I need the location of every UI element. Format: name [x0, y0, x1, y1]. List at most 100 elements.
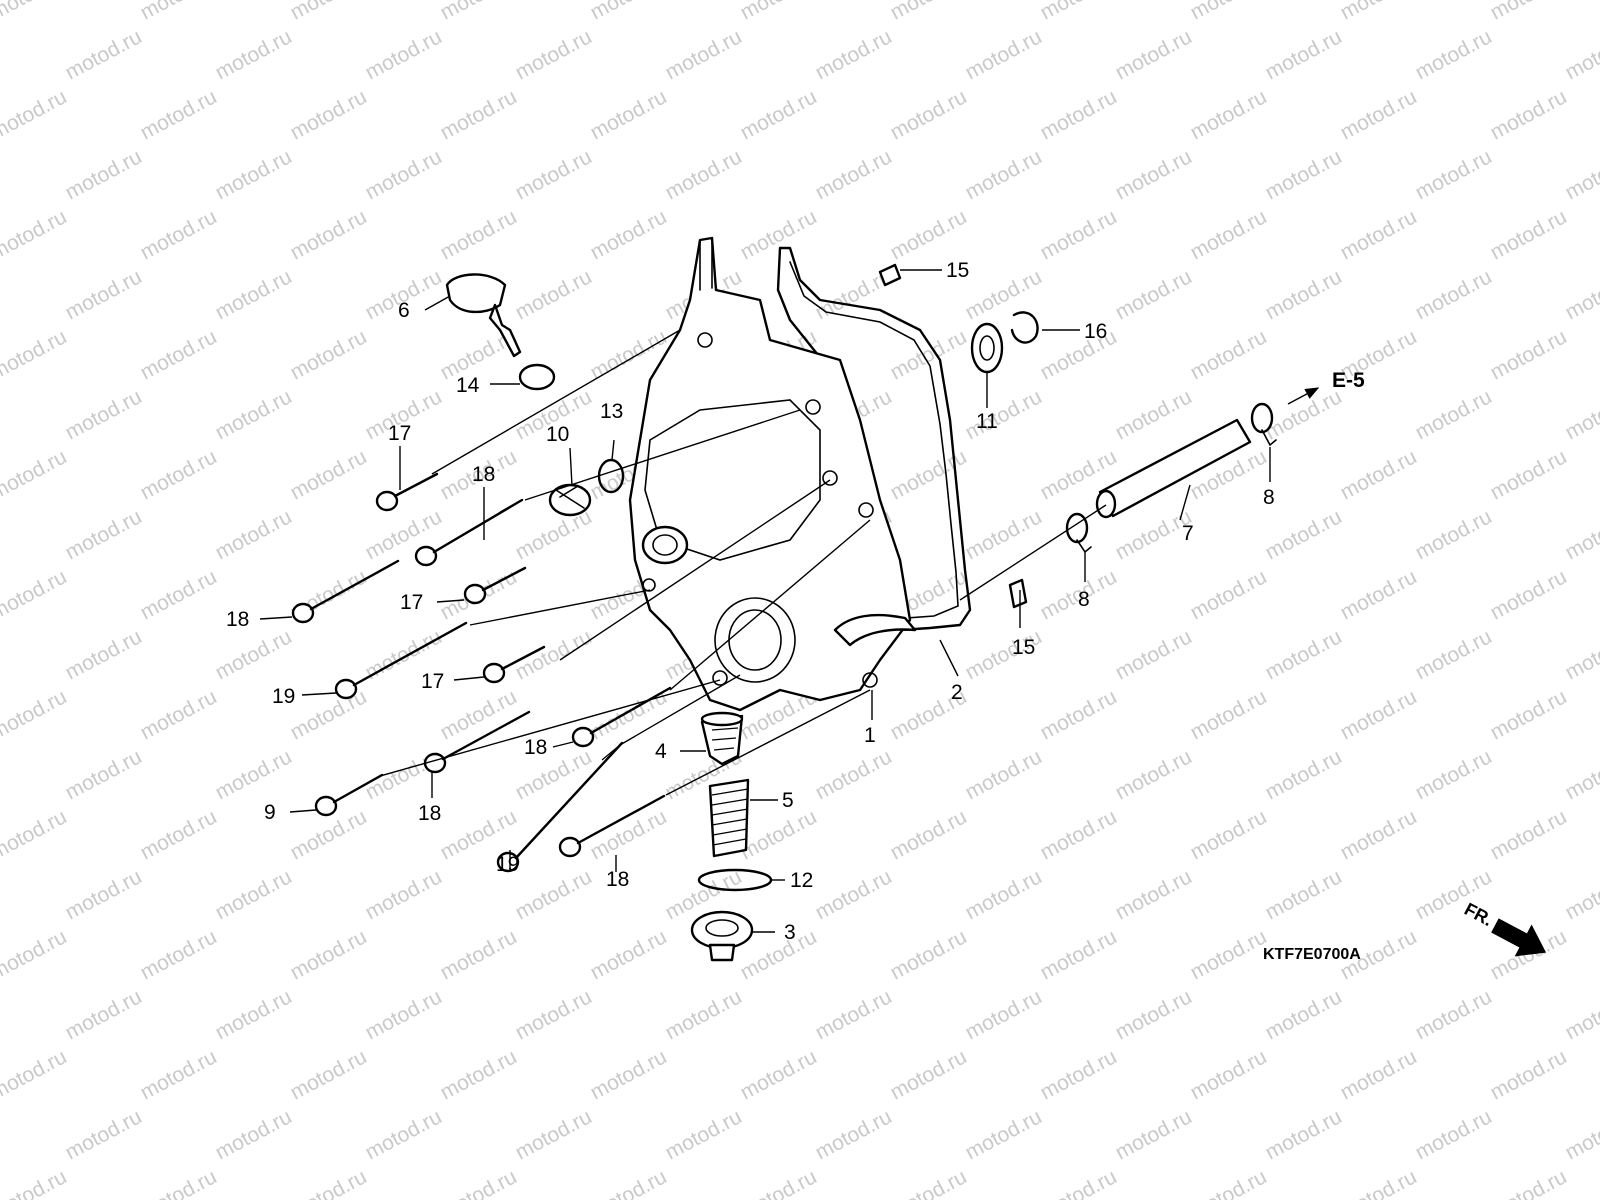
watermark-text: motod.ru [812, 985, 896, 1044]
bolt-19-b [496, 741, 624, 873]
watermark-text: motod.ru [137, 85, 221, 144]
callout-19-b: 19 [496, 853, 519, 876]
watermark-text: motod.ru [512, 985, 596, 1044]
watermark-text: motod.ru [962, 505, 1046, 564]
watermark-text: motod.ru [1112, 745, 1196, 804]
watermark-text: motod.ru [287, 205, 371, 264]
watermark-text: motod.ru [1112, 385, 1196, 444]
watermark-text: motod.ru [1487, 685, 1571, 744]
watermark-text: motod.ru [437, 685, 521, 744]
watermark-text: motod.ru [587, 1165, 671, 1200]
dowel-pin-15-bottom [1008, 578, 1028, 609]
watermark-text: motod.ru [137, 805, 221, 864]
watermark-text: motod.ru [1187, 0, 1271, 24]
callout-10: 10 [546, 423, 569, 446]
bolt-18-c [571, 686, 672, 748]
callout-3: 3 [784, 921, 796, 944]
cover-gasket-inner [789, 261, 959, 619]
callout-4: 4 [655, 740, 667, 763]
watermark-text: motod.ru [1262, 25, 1346, 84]
drain-plug-3 [690, 910, 754, 962]
hose-clip-8-left [1065, 512, 1092, 554]
o-ring-14 [518, 363, 556, 391]
watermark-text: motod.ru [1262, 625, 1346, 684]
watermark-text: motod.ru [1337, 1165, 1421, 1200]
bolt-18-e [558, 794, 666, 858]
watermark-text: motod.ru [1037, 325, 1121, 384]
callout-18-d: 18 [418, 802, 441, 825]
watermark-text: motod.ru [962, 385, 1046, 444]
watermark-text: motod.ru [362, 25, 446, 84]
bolt-9 [314, 773, 384, 817]
watermark-text: motod.ru [362, 145, 446, 204]
watermark-text: motod.ru [62, 745, 146, 804]
reference-label: E-5 [1332, 369, 1365, 392]
oil-seal-11 [970, 322, 1004, 374]
watermark-text: motod.ru [1262, 505, 1346, 564]
callout-17-a: 17 [388, 422, 411, 445]
watermark-text: motod.ru [1262, 385, 1346, 444]
watermark-text: motod.ru [812, 145, 896, 204]
watermark-text: motod.ru [437, 1165, 521, 1200]
callout-18-c: 18 [524, 736, 547, 759]
watermark-text: motod.ru [1487, 205, 1571, 264]
watermark-text: motod.ru [1037, 0, 1121, 24]
watermark-text: motod.ru [812, 25, 896, 84]
watermark-text: motod.ru [137, 1045, 221, 1104]
callout-7: 7 [1182, 522, 1194, 545]
bolt-19-a [334, 621, 468, 700]
watermark-text: motod.ru [287, 445, 371, 504]
callout-12: 12 [790, 869, 813, 892]
watermark-text: motod.ru [1037, 205, 1121, 264]
diagram-code: KTF7E0700A [1263, 946, 1361, 963]
watermark-text: motod.ru [662, 25, 746, 84]
watermark-text: motod.ru [212, 145, 296, 204]
watermark-text: motod.ru [1487, 85, 1571, 144]
watermark-text: motod.ru [587, 205, 671, 264]
watermark-text: motod.ru [437, 205, 521, 264]
watermark-text: motod.ru [512, 25, 596, 84]
watermark-text: motod.ru [737, 805, 821, 864]
bolts [291, 472, 672, 873]
callout-8-right: 8 [1263, 486, 1275, 509]
watermark-text: motod.ru [437, 925, 521, 984]
watermark-text: motod.ru [1562, 985, 1600, 1044]
watermark-text: motod.ru [1037, 805, 1121, 864]
watermark-text: motod.ru [362, 985, 446, 1044]
callout-13: 13 [600, 400, 623, 423]
watermark-text: motod.ru [1562, 265, 1600, 324]
watermark-text: motod.ru [1412, 745, 1496, 804]
watermark-text: motod.ru [1187, 805, 1271, 864]
watermark-text: motod.ru [1337, 205, 1421, 264]
watermark-text: motod.ru [587, 1045, 671, 1104]
watermark-text: motod.ru [1112, 25, 1196, 84]
watermark-text: motod.ru [1487, 805, 1571, 864]
watermark-text: motod.ru [1112, 265, 1196, 324]
watermark-text: motod.ru [0, 0, 71, 24]
watermark-text: motod.ru [137, 0, 221, 24]
watermark-text: motod.ru [1337, 85, 1421, 144]
watermark-text: motod.ru [737, 85, 821, 144]
watermark-text: motod.ru [0, 805, 71, 864]
watermark-text: motod.ru [62, 265, 146, 324]
watermark-text: motod.ru [1262, 985, 1346, 1044]
bolt-17-a [375, 472, 439, 512]
oil-level-gauge [445, 273, 522, 358]
watermark-text: motod.ru [1487, 1045, 1571, 1104]
watermark-text: motod.ru [1562, 25, 1600, 84]
watermark-text: motod.ru [1037, 925, 1121, 984]
watermark-text: motod.ru [887, 205, 971, 264]
watermark-text: motod.ru [1412, 985, 1496, 1044]
watermark-text: motod.ru [0, 685, 71, 744]
watermark-text: motod.ru [1112, 1105, 1196, 1164]
watermark-text: motod.ru [1262, 265, 1346, 324]
watermark-text: motod.ru [812, 745, 896, 804]
watermark-text: motod.ru [212, 745, 296, 804]
o-ring-12 [697, 868, 773, 892]
bolt-17-c [482, 645, 546, 684]
watermark-text: motod.ru [512, 145, 596, 204]
watermark-text: motod.ru [362, 865, 446, 924]
watermark-text: motod.ru [137, 1165, 221, 1200]
watermark-text: motod.ru [812, 865, 896, 924]
